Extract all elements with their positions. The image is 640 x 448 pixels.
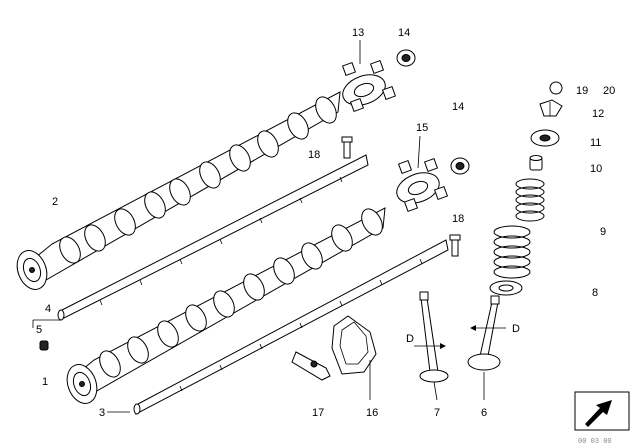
callout-20: 20 (603, 85, 615, 97)
valve-spring-inner[interactable] (515, 178, 545, 222)
callout-11: 11 (590, 137, 601, 149)
callout-6: 6 (481, 407, 487, 419)
dimension-d-left (414, 343, 446, 349)
callout-5: 5 (36, 324, 42, 336)
leader-lines (32, 40, 485, 413)
plug-small[interactable] (39, 340, 49, 351)
callout-7: 7 (434, 407, 440, 419)
reference-arrow-box: 00 03 00 (574, 391, 630, 446)
callout-1: 1 (42, 376, 48, 388)
callout-19: 19 (576, 85, 588, 97)
callout-3: 3 (99, 407, 105, 419)
nut-lower[interactable] (450, 157, 470, 175)
callout-18a: 18 (308, 149, 320, 161)
callout-12: 12 (592, 108, 604, 120)
callout-14a: 14 (398, 27, 410, 39)
valve-exhaust-6[interactable] (467, 295, 501, 371)
callout-8: 8 (592, 287, 598, 299)
valve-stem-seal[interactable] (529, 155, 543, 171)
valve-collet[interactable] (539, 99, 563, 117)
sprocket-ring-15[interactable] (393, 157, 449, 213)
valve-intake-7[interactable] (419, 291, 449, 383)
callout-17: 17 (312, 407, 324, 419)
nut-upper[interactable] (396, 49, 416, 67)
valve-keeper-ball[interactable] (549, 81, 563, 95)
sprocket-ring-13[interactable] (339, 59, 397, 113)
bolt-lower[interactable] (449, 234, 461, 257)
dimension-d-right (470, 325, 506, 331)
rocker-shaft-upper[interactable] (57, 154, 369, 321)
callout-16: 16 (366, 407, 378, 419)
spring-seat[interactable] (489, 280, 523, 296)
callout-18b: 18 (452, 213, 464, 225)
spring-retainer[interactable] (530, 129, 560, 147)
dimension-label-d-left: D (406, 333, 414, 345)
drawing-code: 00 03 00 (578, 438, 612, 446)
callout-13: 13 (352, 27, 364, 39)
callout-10: 10 (590, 163, 602, 175)
callout-9: 9 (600, 226, 606, 238)
rocker-arm-17[interactable] (291, 351, 331, 381)
camshaft-lower[interactable] (62, 205, 387, 407)
tensioner-clip-16[interactable] (331, 315, 377, 375)
callout-2: 2 (52, 196, 58, 208)
callout-15: 15 (416, 122, 428, 134)
rocker-shaft-lower[interactable] (133, 239, 449, 415)
dimension-label-d-right: D (512, 323, 520, 335)
valve-spring-outer[interactable] (493, 225, 531, 279)
bolt-upper[interactable] (341, 136, 353, 159)
camshaft-upper[interactable] (12, 91, 341, 294)
callout-4: 4 (45, 303, 51, 315)
callout-14b: 14 (452, 101, 464, 113)
